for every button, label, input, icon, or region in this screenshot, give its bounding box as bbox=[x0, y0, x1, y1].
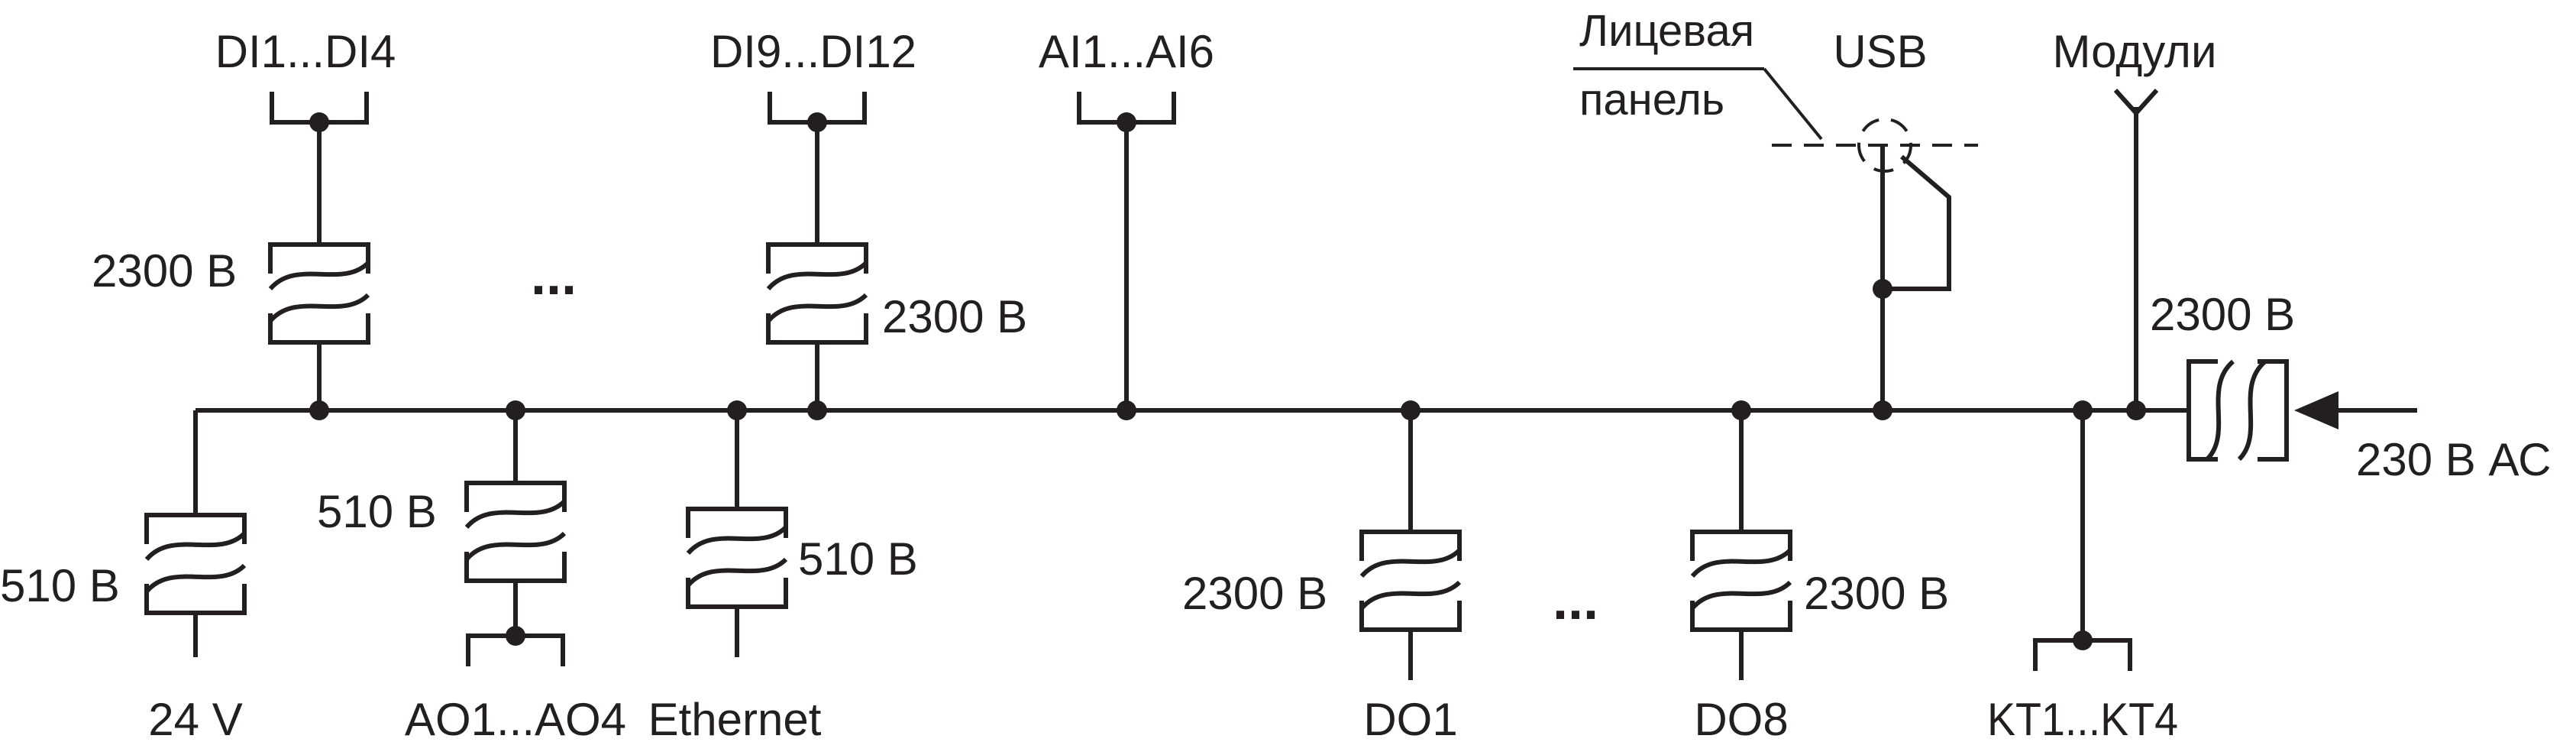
di1-di4-rating: 2300 В bbox=[92, 245, 237, 296]
do1-isolator bbox=[1362, 532, 1459, 630]
power-isolator bbox=[2189, 361, 2287, 459]
do8-rating: 2300 В bbox=[1804, 568, 1949, 619]
usb-label: USB bbox=[1833, 26, 1927, 77]
ethernet-rating: 510 В bbox=[798, 533, 918, 585]
ellipsis-bottom: ... bbox=[1553, 570, 1598, 631]
ellipsis-top: ... bbox=[531, 245, 577, 306]
supply-24v-branch bbox=[147, 410, 244, 657]
power-input-label: 230 В АС bbox=[2356, 434, 2552, 485]
do8-isolator bbox=[1692, 532, 1790, 630]
di9-di12-label: DI9...DI12 bbox=[710, 26, 916, 77]
ao-isolator bbox=[467, 483, 564, 581]
do1-branch bbox=[1362, 400, 1459, 680]
di9-di12-isolator bbox=[768, 245, 866, 342]
ethernet-isolator bbox=[688, 509, 786, 607]
ai1-ai6-label: AI1...AI6 bbox=[1039, 26, 1214, 77]
ao-branch bbox=[467, 400, 564, 666]
do1-label: DO1 bbox=[1363, 694, 1457, 745]
front-panel-label-line2: панель bbox=[1579, 75, 1724, 125]
modules-label: Модули bbox=[2053, 26, 2217, 77]
ao-rating: 510 В bbox=[317, 486, 437, 537]
do8-branch bbox=[1692, 400, 1790, 680]
usb-branch bbox=[1573, 67, 1978, 420]
ao-label: AO1...AO4 bbox=[405, 694, 626, 745]
front-panel-label-line1: Лицевая bbox=[1579, 6, 1754, 56]
di1-di4-isolator bbox=[270, 245, 368, 342]
ethernet-label: Ethernet bbox=[648, 694, 822, 745]
ai1-ai6-branch bbox=[1079, 92, 1174, 420]
supply-24v-isolator bbox=[147, 515, 244, 613]
modules-branch bbox=[2113, 88, 2159, 420]
supply-24v-label: 24 V bbox=[148, 694, 242, 745]
power-input bbox=[2189, 361, 2417, 459]
di9-di12-rating: 2300 В bbox=[882, 291, 1027, 342]
kt-branch bbox=[2035, 400, 2130, 671]
supply-24v-rating: 510 В bbox=[0, 560, 120, 611]
di9-di12-branch bbox=[768, 92, 866, 420]
do1-rating: 2300 В bbox=[1182, 568, 1327, 619]
di1-di4-branch bbox=[270, 92, 368, 420]
do8-label: DO8 bbox=[1694, 694, 1788, 745]
power-rating: 2300 В bbox=[2150, 289, 2295, 340]
di1-di4-label: DI1...DI4 bbox=[215, 26, 396, 77]
kt-label: KT1...KT4 bbox=[1987, 694, 2178, 745]
ethernet-branch bbox=[688, 400, 786, 657]
